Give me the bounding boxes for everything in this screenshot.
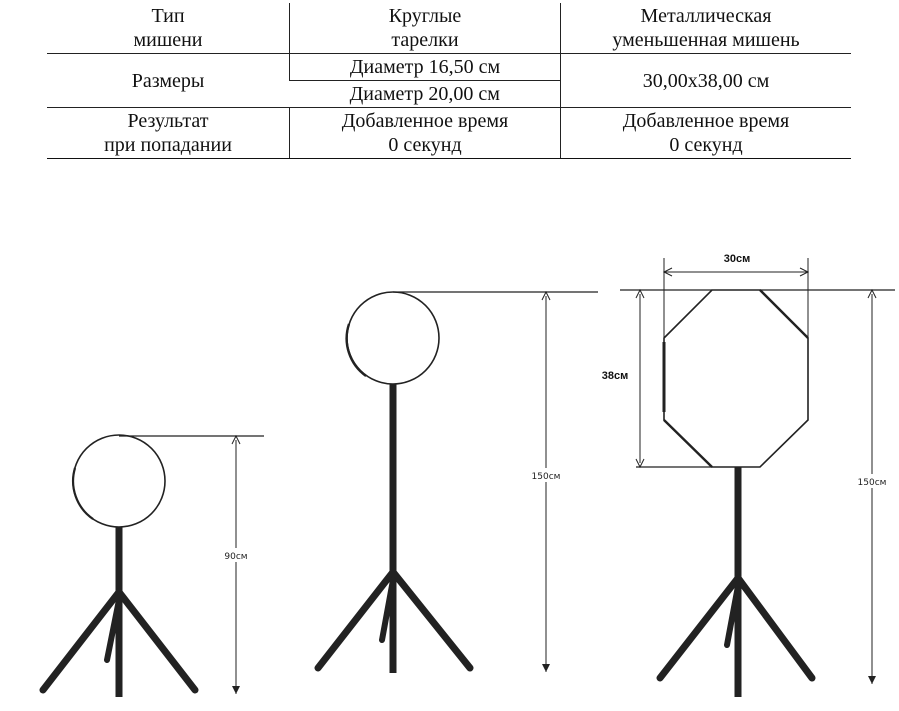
stand-leg-3b (734, 574, 816, 682)
stand-leg-1b (115, 588, 199, 694)
header-metal-target: Металлическая уменьшенная мишень (560, 3, 851, 54)
stand-leg-3a (656, 574, 742, 682)
height-label-3: 150см (858, 478, 887, 488)
target-spec-table: Тип мишени Круглые тарелки Металлическая… (47, 3, 851, 159)
stand-leg-1c (104, 597, 122, 663)
table-row-sizes-b: Диаметр 20,00 см (47, 80, 851, 108)
height-label-2: 150см (532, 472, 561, 482)
table-row-result: Результат при попадании Добавленное врем… (47, 107, 851, 159)
target-metal: 30см 38см 150см (602, 253, 895, 697)
stand-leg-1a (39, 588, 123, 694)
stand-leg-2c (379, 577, 396, 643)
metal-size: 30,00x38,00 см (560, 53, 851, 108)
result-label: Результат при попадании (47, 107, 290, 159)
plate-height-label-3: 38см (602, 370, 629, 382)
table-row-sizes: Размеры Диаметр 16,50 см 30,00x38,00 см (47, 53, 851, 108)
header-round-plates: Круглые тарелки (289, 3, 561, 54)
stand-leg-2b (389, 568, 474, 672)
target-round-large: 150см (314, 290, 598, 673)
height-label-1: 90см (224, 552, 247, 562)
round-size-a: Диаметр 16,50 см (289, 53, 561, 81)
width-label-3: 30см (724, 253, 751, 265)
sizes-label: Размеры (47, 53, 290, 108)
result-round: Добавленное время 0 секунд (289, 107, 561, 159)
stand-leg-2a (314, 568, 397, 672)
stand-leg-3c (724, 583, 741, 648)
round-size-b: Диаметр 20,00 см (289, 80, 561, 108)
table-header-row: Тип мишени Круглые тарелки Металлическая… (47, 3, 851, 54)
result-metal: Добавленное время 0 секунд (560, 107, 851, 159)
target-round-small: 90см (39, 434, 264, 697)
header-target-type: Тип мишени (47, 3, 290, 54)
